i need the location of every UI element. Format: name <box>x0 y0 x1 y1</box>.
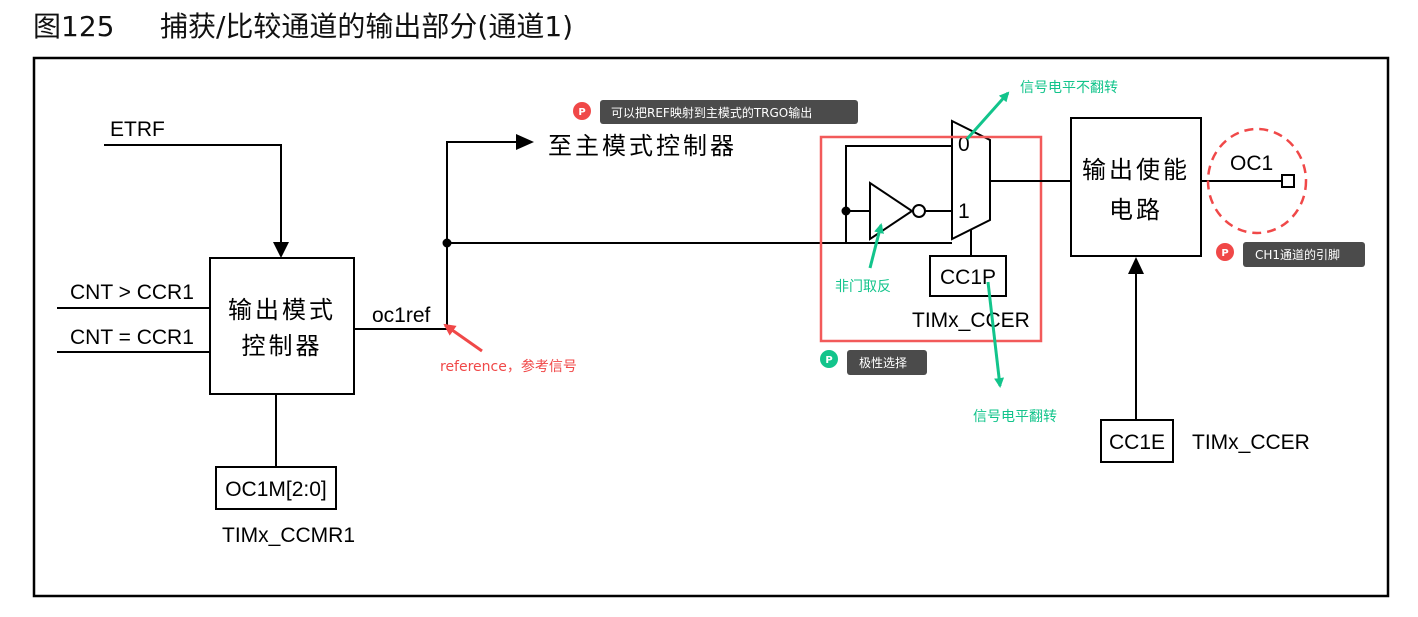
polarity-note-flag-icon <box>820 350 838 368</box>
cc1e-arrowhead <box>1128 257 1144 274</box>
output-enable-line1: 输出使能 <box>1082 156 1190 184</box>
polarity-mux <box>951 119 991 241</box>
oc1m-label: OC1M[2:0] <box>225 478 327 501</box>
oc1ref-label: oc1ref <box>372 304 431 327</box>
oc1-pin-square <box>1281 174 1295 188</box>
ccer-polarity-register-label: TIMx_CCER <box>912 309 1030 332</box>
not-gate-bubble <box>912 204 926 218</box>
mode-controller-line1: 输出模式 <box>228 296 336 324</box>
reference-annotation: reference，参考信号 <box>440 358 577 375</box>
ccmr1-register-label: TIMx_CCMR1 <box>222 524 355 547</box>
cnt-eq-ccr1-label: CNT = CCR1 <box>70 326 194 349</box>
no-flip-arrow <box>965 91 1010 140</box>
output-mode-controller-block <box>209 257 355 395</box>
inverter-junction-dot <box>841 206 851 216</box>
non-inverted-path <box>845 145 952 243</box>
flip-arrow <box>986 281 1005 388</box>
diagram-frame <box>32 56 1390 598</box>
figure-number: 图125 <box>33 10 114 43</box>
cc1p-label: CC1P <box>940 266 996 289</box>
pin-note-flag-icon <box>1216 243 1234 261</box>
output-enable-line2: 电路 <box>1109 196 1163 224</box>
ccer-enable-register-label: TIMx_CCER <box>1192 431 1310 454</box>
output-enable-block <box>1070 117 1202 257</box>
reference-arrow <box>443 323 483 353</box>
pin-note-tag <box>1243 242 1365 267</box>
etrf-label: ETRF <box>110 118 165 141</box>
oc1m-register-box <box>215 466 337 510</box>
mux-input-1: 1 <box>958 200 970 223</box>
polarity-note-text: 极性选择 <box>859 356 907 370</box>
cc1e-register-box <box>1100 419 1174 463</box>
etrf-line <box>104 144 282 244</box>
figure-title: 捕获/比较通道的输出部分(通道1) <box>160 10 573 43</box>
to-master-mode-controller-label: 至主模式控制器 <box>548 132 737 160</box>
pin-note-text: CH1通道的引脚 <box>1255 247 1340 262</box>
polarity-highlight-box <box>819 135 1043 343</box>
trgo-note-flag-icon <box>573 102 591 120</box>
to-master-arrowhead <box>516 134 534 150</box>
polarity-note-tag <box>847 350 927 375</box>
cc1e-label: CC1E <box>1109 431 1165 454</box>
flip-annotation: 信号电平翻转 <box>973 409 1057 425</box>
cc1p-register-box <box>929 255 1007 297</box>
mux-input-0: 0 <box>958 133 970 156</box>
pin-note-flag-glyph: P <box>1221 248 1228 259</box>
not-gate <box>869 181 914 241</box>
trgo-note-text: 可以把REF映射到主模式的TRGO输出 <box>611 105 812 120</box>
oc1ref-to-master-line <box>354 141 516 330</box>
not-gate-annotation: 非门取反 <box>835 279 891 295</box>
oc1-dashed-circle <box>1206 127 1308 235</box>
trgo-note-flag-glyph: P <box>578 107 585 118</box>
etrf-arrowhead <box>273 242 289 258</box>
oc1-label: OC1 <box>1230 152 1273 175</box>
cnt-gt-ccr1-label: CNT > CCR1 <box>70 281 194 304</box>
mode-controller-line2: 控制器 <box>242 332 323 360</box>
no-flip-annotation: 信号电平不翻转 <box>1020 80 1118 96</box>
trgo-note-tag <box>600 100 858 124</box>
polarity-note-flag-glyph: P <box>825 355 832 366</box>
oc1ref-junction-dot <box>442 238 452 248</box>
not-gate-arrow <box>868 223 884 269</box>
